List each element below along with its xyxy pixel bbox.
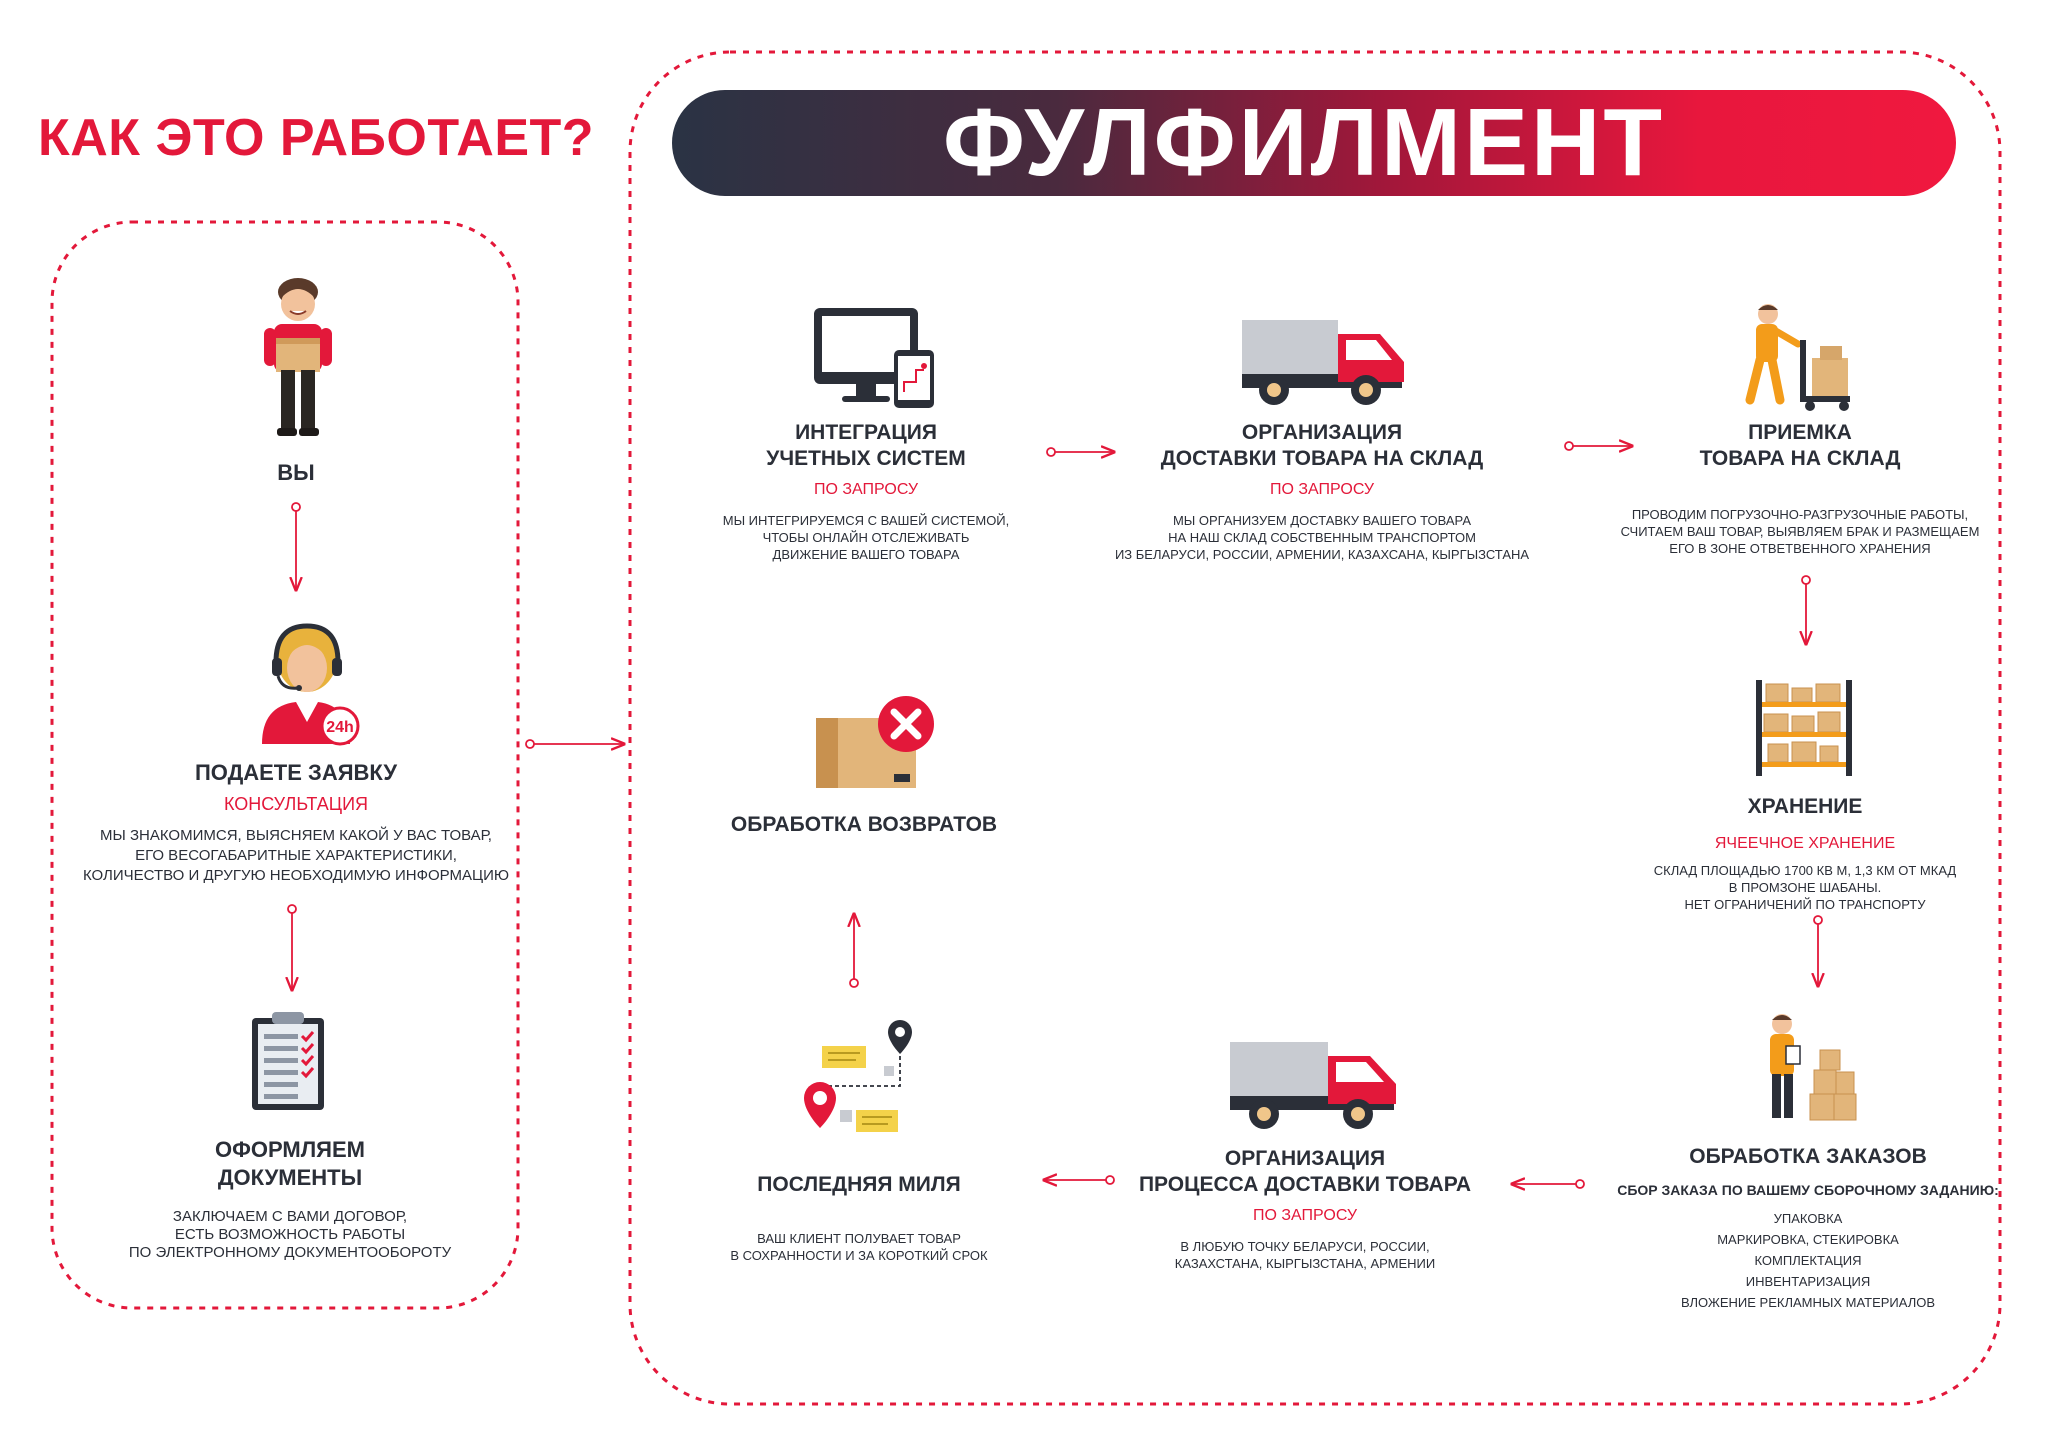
- step-delivery-to-warehouse: ОРГАНИЗАЦИЯ ДОСТАВКИ ТОВАРА НА СКЛАД ПО …: [1092, 420, 1552, 563]
- worker-pallet-jack-icon: [1740, 300, 1856, 412]
- page-title: КАК ЭТО РАБОТАЕТ?: [38, 109, 595, 167]
- arrow-integration-to-delivery: [1046, 448, 1114, 456]
- step-receiving: ПРИЕМКА ТОВАРА НА СКЛАД ПРОВОДИМ ПОГРУЗО…: [1620, 420, 1980, 557]
- arrow-left-to-fulfillment: [525, 740, 624, 748]
- step-delivery-to-warehouse-subtitle: ПО ЗАПРОСУ: [1270, 481, 1374, 498]
- worker-with-boxes-icon: [1756, 1010, 1860, 1126]
- arrow-storage-to-orders: [1814, 915, 1822, 986]
- step-order-processing: ОБРАБОТКА ЗАКАЗОВ СБОР ЗАКАЗА ПО ВАШЕМУ …: [1616, 1144, 2000, 1313]
- warehouse-shelves-icon: [1752, 680, 1856, 776]
- step-storage-desc: СКЛАД ПЛОЩАДЬЮ 1700 КВ М, 1,3 КМ ОТ МКАД…: [1653, 863, 1957, 912]
- step-integration-title: ИНТЕГРАЦИЯ УЧЕТНЫХ СИСТЕМ: [766, 421, 966, 470]
- box-rejected-icon: [814, 694, 938, 792]
- step-storage-title: ХРАНЕНИЕ: [1747, 795, 1863, 818]
- step-request-desc: МЫ ЗНАКОМИМСЯ, ВЫЯСНЯЕМ КАКОЙ У ВАС ТОВА…: [82, 827, 510, 884]
- step-request: ПОДАЕТЕ ЗАЯВКУ КОНСУЛЬТАЦИЯ МЫ ЗНАКОМИМС…: [56, 760, 536, 886]
- arrow-last-mile-to-returns: [850, 914, 858, 988]
- route-map-pins-icon: [800, 1016, 920, 1142]
- fulfillment-banner: [672, 90, 1956, 196]
- step-integration: ИНТЕГРАЦИЯ УЧЕТНЫХ СИСТЕМ ПО ЗАПРОСУ МЫ …: [706, 420, 1026, 563]
- step-delivery-to-warehouse-title: ОРГАНИЗАЦИЯ ДОСТАВКИ ТОВАРА НА СКЛАД: [1160, 421, 1484, 470]
- arrow-receiving-to-storage: [1802, 575, 1810, 644]
- step-order-processing-desc: УПАКОВКА МАРКИРОВКА, СТЕКИРОВКА КОМПЛЕКТ…: [1680, 1211, 1936, 1310]
- arrow-request-to-documents: [288, 904, 296, 990]
- step-delivery-process: ОРГАНИЗАЦИЯ ПРОЦЕССА ДОСТАВКИ ТОВАРА ПО …: [1120, 1146, 1490, 1272]
- step-you-title: ВЫ: [277, 460, 315, 485]
- step-receiving-title: ПРИЕМКА ТОВАРА НА СКЛАД: [1699, 421, 1901, 470]
- clipboard-checklist-icon: [250, 1010, 326, 1112]
- step-storage-subtitle: ЯЧЕЕЧНОЕ ХРАНЕНИЕ: [1714, 835, 1896, 852]
- step-storage: ХРАНЕНИЕ ЯЧЕЕЧНОЕ ХРАНЕНИЕ СКЛАД ПЛОЩАДЬ…: [1640, 794, 1970, 913]
- step-request-subtitle: КОНСУЛЬТАЦИЯ: [224, 794, 368, 814]
- step-request-title: ПОДАЕТЕ ЗАЯВКУ: [194, 760, 398, 785]
- step-order-processing-subtitle: СБОР ЗАКАЗА ПО ВАШЕМУ СБОРОЧНОМУ ЗАДАНИЮ…: [1617, 1182, 1999, 1198]
- arrow-you-to-request: [292, 502, 300, 590]
- step-order-processing-title: ОБРАБОТКА ЗАКАЗОВ: [1689, 1145, 1927, 1168]
- right-frame: [628, 50, 2002, 1406]
- step-integration-subtitle: ПО ЗАПРОСУ: [814, 481, 918, 498]
- step-returns-title: ОБРАБОТКА ВОЗВРАТОВ: [730, 813, 998, 836]
- truck-icon: [1228, 1040, 1400, 1132]
- step-last-mile-title: ПОСЛЕДНЯЯ МИЛЯ: [757, 1173, 961, 1196]
- step-documents-title: ОФОРМЛЯЕМ ДОКУМЕНТЫ: [215, 1137, 365, 1190]
- step-delivery-process-desc: В ЛЮБУЮ ТОЧКУ БЕЛАРУСИ, РОССИИ, КАЗАХСТА…: [1174, 1239, 1436, 1271]
- step-you: ВЫ: [196, 460, 396, 486]
- step-last-mile-desc: ВАШ КЛИЕНТ ПОЛУВАЕТ ТОВАР В СОХРАННОСТИ …: [730, 1231, 988, 1263]
- step-delivery-process-title: ОРГАНИЗАЦИЯ ПРОЦЕССА ДОСТАВКИ ТОВАРА: [1138, 1147, 1472, 1196]
- support-operator-24h-icon: 24h: [252, 618, 364, 746]
- step-last-mile: ПОСЛЕДНЯЯ МИЛЯ ВАШ КЛИЕНТ ПОЛУВАЕТ ТОВАР…: [714, 1172, 1004, 1264]
- step-receiving-desc: ПРОВОДИМ ПОГРУЗОЧНО-РАЗГРУЗОЧНЫЕ РАБОТЫ,…: [1620, 507, 1980, 556]
- monitor-tablet-icon: [812, 306, 936, 410]
- step-returns: ОБРАБОТКА ВОЗВРАТОВ: [714, 812, 1014, 838]
- step-delivery-process-subtitle: ПО ЗАПРОСУ: [1253, 1207, 1357, 1224]
- step-delivery-to-warehouse-desc: МЫ ОРГАНИЗУЕМ ДОСТАВКУ ВАШЕГО ТОВАРА НА …: [1114, 513, 1530, 562]
- banner-title: ФУЛФИЛМЕНТ: [943, 89, 1665, 196]
- arrow-delivery-process-to-last-mile: [1044, 1176, 1115, 1184]
- step-documents-desc: ЗАКЛЮЧАЕМ С ВАМИ ДОГОВОР, ЕСТЬ ВОЗМОЖНОС…: [128, 1208, 452, 1261]
- svg-text:24h: 24h: [326, 719, 354, 736]
- truck-icon: [1240, 318, 1408, 408]
- person-with-box-icon: [248, 270, 348, 440]
- arrow-orders-to-delivery-process: [1512, 1180, 1585, 1188]
- arrow-delivery-to-receiving: [1564, 442, 1632, 450]
- step-integration-desc: МЫ ИНТЕГРИРУЕМСЯ С ВАШЕЙ СИСТЕМОЙ, ЧТОБЫ…: [722, 513, 1010, 562]
- step-documents: ОФОРМЛЯЕМ ДОКУМЕНТЫ ЗАКЛЮЧАЕМ С ВАМИ ДОГ…: [66, 1136, 514, 1262]
